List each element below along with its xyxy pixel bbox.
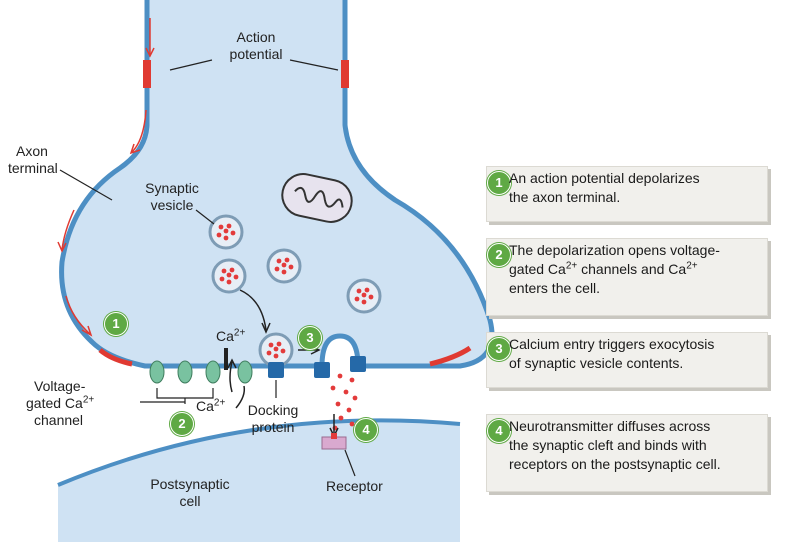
step-box-3: 3 Calcium entry triggers exocytosis of s… (486, 332, 768, 388)
axon-terminal (61, 0, 492, 366)
diagram-badge-4: 4 (354, 418, 378, 442)
step-line: the synaptic cleft and binds with (509, 437, 707, 453)
ca-charge: 2+ (213, 397, 226, 409)
step-line: The depolarization opens voltage- (509, 242, 720, 258)
step-text: Calcium entry triggers exocytosis of syn… (509, 335, 714, 373)
label-line: potential (229, 46, 283, 62)
docking-protein (314, 362, 330, 378)
depolarized-segment-right-top (341, 60, 349, 88)
step-line: An action potential depolarizes (509, 170, 700, 186)
diagram-badge-3: 3 (298, 326, 322, 350)
ca-channel (177, 360, 193, 384)
step-line: the axon terminal. (509, 189, 621, 205)
step-superscript: 2+ (565, 260, 578, 272)
docking-protein-label: Docking protein (238, 402, 308, 436)
step-number: 3 (487, 337, 511, 361)
ca-ion-label-top: Ca2+ (216, 328, 245, 345)
synaptic-vesicle (346, 278, 382, 314)
label-line: Action (236, 29, 276, 45)
channel-bracket (140, 388, 214, 404)
label-line: Postsynaptic (150, 476, 230, 492)
postsynaptic-cell-label: Postsynaptic cell (140, 476, 240, 510)
step-number: 2 (487, 243, 511, 267)
step-fragment: channels and Ca (577, 261, 687, 277)
leader-lines (59, 59, 356, 477)
label-line: Voltage- (34, 378, 86, 394)
diagram-badge-1: 1 (104, 312, 128, 336)
synaptic-vesicle (211, 258, 247, 294)
postsynaptic-cell (58, 420, 460, 542)
step-line: gated Ca2+ channels and Ca2+ (509, 260, 720, 279)
label-fragment: gated Ca (26, 395, 83, 411)
axon-terminal-label: Axon terminal (8, 143, 58, 177)
label-line: gated Ca2+ (26, 395, 94, 412)
synaptic-vesicle-label: Synaptic vesicle (136, 180, 208, 214)
label-line: protein (251, 419, 295, 435)
step-line: Calcium entry triggers exocytosis (509, 336, 715, 352)
label-line: cell (179, 493, 201, 509)
depolarized-segment-bottom-left (98, 348, 133, 367)
ca-text: Ca (216, 328, 234, 344)
ca-ion-label-bottom: Ca2+ (196, 398, 225, 415)
step-text: The depolarization opens voltage- gated … (509, 241, 720, 298)
synaptic-vesicle (208, 214, 244, 250)
docking-protein (350, 356, 366, 372)
neurotransmitter (330, 373, 358, 431)
step-box-4: 4 Neurotransmitter diffuses across the s… (486, 414, 768, 492)
open-channel-gate (224, 348, 228, 370)
action-potential-label: Action potential (218, 29, 294, 63)
vgcc-label: Voltage- gated Ca2+ channel (26, 378, 94, 429)
depolarized-segment-bottom-right (429, 345, 472, 367)
step-line: enters the cell. (509, 280, 601, 296)
step-line: receptors on the postsynaptic cell. (509, 456, 721, 472)
docked-vesicle (258, 332, 294, 368)
step-box-1: 1 An action potential depolarizes the ax… (486, 166, 768, 222)
step-number: 4 (487, 419, 511, 443)
label-superscript: 2+ (82, 394, 95, 406)
diagram-badge-2: 2 (170, 412, 194, 436)
ca-channels (149, 360, 253, 384)
propagation-arrows (57, 18, 155, 337)
label-line: Synaptic (145, 180, 199, 196)
ca-text: Ca (196, 398, 214, 414)
step-text: An action potential depolarizes the axon… (509, 169, 700, 207)
label-line: vesicle (150, 197, 194, 213)
step-superscript: 2+ (686, 260, 698, 272)
postsynaptic-membrane (57, 418, 461, 487)
ca-channel (205, 360, 221, 384)
vesicle-movement-arrow (239, 289, 271, 334)
ca-channel (237, 360, 253, 384)
receptor-label: Receptor (326, 478, 383, 494)
receptor-site (331, 433, 337, 439)
ca-channel (149, 360, 165, 384)
step-line: Neurotransmitter diffuses across (509, 418, 711, 434)
ca-charge: 2+ (233, 327, 246, 339)
step-text: Neurotransmitter diffuses across the syn… (509, 417, 721, 474)
exocytosis-pocket (319, 333, 361, 370)
label-line: Axon (16, 143, 48, 159)
depolarized-segment-left-top (143, 60, 151, 88)
step-number: 1 (487, 171, 511, 195)
step-fragment: gated Ca (509, 261, 566, 277)
mitochondrion (281, 173, 353, 223)
step-box-2: 2 The depolarization opens voltage- gate… (486, 238, 768, 316)
ca-influx-arrows (227, 358, 246, 409)
docking-protein (268, 362, 284, 378)
synaptic-vesicle (266, 248, 302, 284)
step-line: of synaptic vesicle contents. (509, 355, 684, 371)
label-line: Docking (247, 402, 299, 418)
label-line: terminal (8, 160, 58, 176)
label-line: channel (34, 412, 84, 428)
